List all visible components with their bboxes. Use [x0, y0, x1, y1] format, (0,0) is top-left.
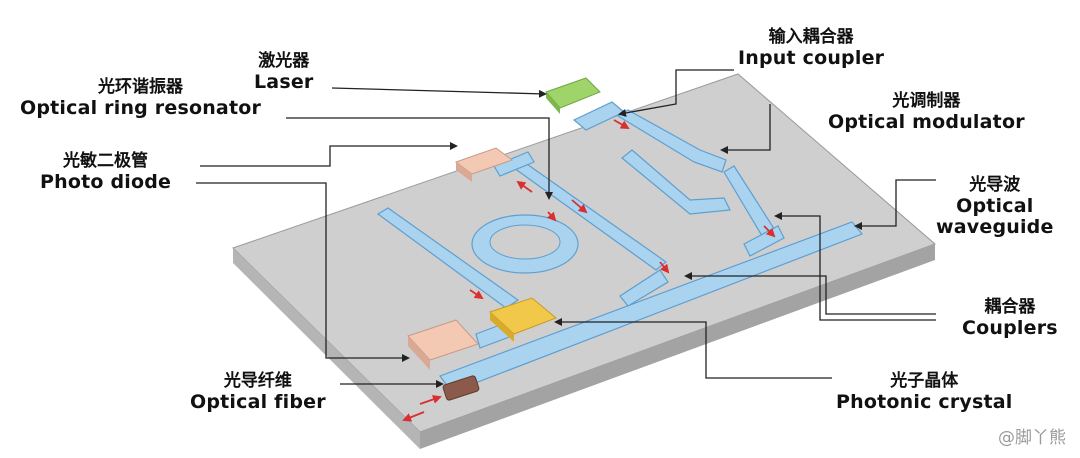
label-fiber-en: Optical fiber [190, 390, 326, 413]
leader-ring [286, 117, 553, 200]
leader-laser [331, 87, 547, 98]
label-modulator-zh: 光调制器 [892, 91, 961, 111]
label-ring-resonator: 光环谐振器 Optical ring resonator [20, 77, 262, 119]
photo-diode-top [454, 147, 514, 182]
waveguides [376, 101, 863, 393]
label-couplers-zh: 耦合器 [984, 297, 1036, 317]
label-fiber-zh: 光导纤维 [223, 371, 292, 391]
leader-modulator [720, 104, 771, 154]
optical-fiber [442, 375, 480, 401]
center-foot-waveguide [619, 269, 669, 307]
label-optical-fiber: 光导纤维 Optical fiber [190, 371, 326, 413]
label-laser-zh: 激光器 [258, 51, 310, 71]
leader-couplers-b [684, 272, 936, 315]
label-laser-en: Laser [254, 70, 314, 93]
signal-arrows [402, 119, 776, 422]
label-optical-waveguide: 光导波 Optical waveguide [936, 175, 1054, 239]
left-waveguide [376, 207, 520, 309]
label-photonic-crystal: 光子晶体 Photonic crystal [836, 371, 1013, 413]
label-waveguide-en1: Optical [956, 194, 1034, 217]
label-modulator-en: Optical modulator [828, 110, 1025, 133]
label-optical-modulator: 光调制器 Optical modulator [828, 91, 1025, 133]
laser-block [545, 77, 601, 114]
leader-lines [196, 69, 936, 388]
label-crystal-en: Photonic crystal [836, 390, 1013, 413]
label-waveguide-zh: 光导波 [969, 175, 1021, 195]
label-photo-diode: 光敏二极管 Photo diode [40, 151, 172, 193]
leader-crystal [554, 318, 832, 379]
leader-couplers-a [774, 212, 936, 321]
leader-waveguide [854, 179, 936, 230]
modulator-upper-arm [616, 109, 727, 173]
label-waveguide-en2: waveguide [936, 216, 1054, 239]
label-input-en: Input coupler [738, 46, 885, 69]
watermark: @脚丫熊 [998, 428, 1066, 448]
modulator-lower-arm [621, 149, 731, 215]
label-ring-zh: 光环谐振器 [98, 77, 184, 97]
label-input-zh: 输入耦合器 [768, 27, 854, 47]
label-photodiode-en: Photo diode [40, 170, 172, 193]
photo-diode-bottom [407, 319, 479, 370]
leader-photodiode-top [200, 142, 458, 167]
label-photodiode-zh: 光敏二极管 [63, 151, 149, 171]
label-crystal-zh: 光子晶体 [890, 371, 959, 391]
leader-input [618, 69, 734, 117]
label-couplers-en: Couplers [962, 316, 1058, 339]
ring-resonator [471, 214, 579, 274]
label-laser: 激光器 Laser [254, 51, 314, 93]
leader-photodiode-bottom [196, 182, 410, 362]
label-couplers: 耦合器 Couplers [962, 297, 1058, 339]
label-input-coupler: 输入耦合器 Input coupler [738, 27, 885, 69]
label-ring-en: Optical ring resonator [20, 96, 262, 119]
pd-top-connector [493, 151, 535, 177]
